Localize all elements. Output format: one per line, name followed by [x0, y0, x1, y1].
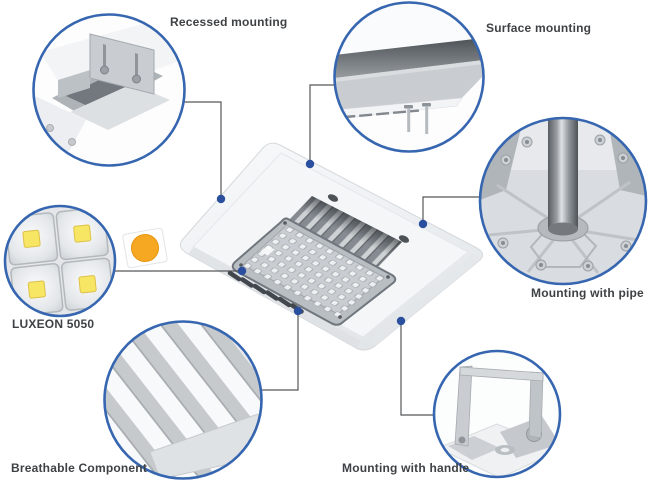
callout-pipe-circle — [478, 116, 648, 286]
callout-handle-circle — [432, 349, 562, 479]
screw-recess — [398, 235, 410, 243]
connector-breathable — [262, 311, 299, 391]
fixture-body — [179, 142, 484, 351]
bracket-screw — [132, 74, 141, 84]
label-breathable-component: Breathable Component — [11, 461, 148, 475]
connector-handle — [400, 321, 434, 416]
label-recessed-mounting: Recessed mounting — [170, 15, 288, 29]
heatsink-base — [149, 413, 262, 479]
fixture-vent-fins — [288, 196, 402, 267]
connector-dots — [216, 159, 428, 326]
connector-pipe — [422, 196, 480, 224]
callout-recessed-circle — [32, 13, 186, 167]
pipe-box-bosses — [497, 134, 632, 272]
connector-recessed — [184, 101, 222, 199]
label-luxeon-5050: LUXEON 5050 — [12, 317, 95, 331]
callout-surface-circle — [333, 1, 485, 153]
handle-bracket — [454, 365, 544, 447]
label-mounting-with-pipe: Mounting with pipe — [531, 286, 644, 300]
mounting-pipe — [548, 118, 578, 229]
label-mounting-with-handle: Mounting with handle — [342, 461, 470, 475]
mounting-screws — [404, 103, 431, 134]
screw-recess — [327, 194, 339, 202]
led-chip — [122, 227, 168, 269]
led-module-panel — [231, 217, 397, 326]
led-chip-phosphor — [131, 234, 159, 262]
callout-led-lens-circle — [3, 204, 117, 318]
label-surface-mounting: Surface mounting — [486, 21, 592, 35]
bracket-screw — [100, 65, 109, 75]
connector-surface — [309, 84, 334, 164]
connector-lines — [115, 84, 480, 416]
